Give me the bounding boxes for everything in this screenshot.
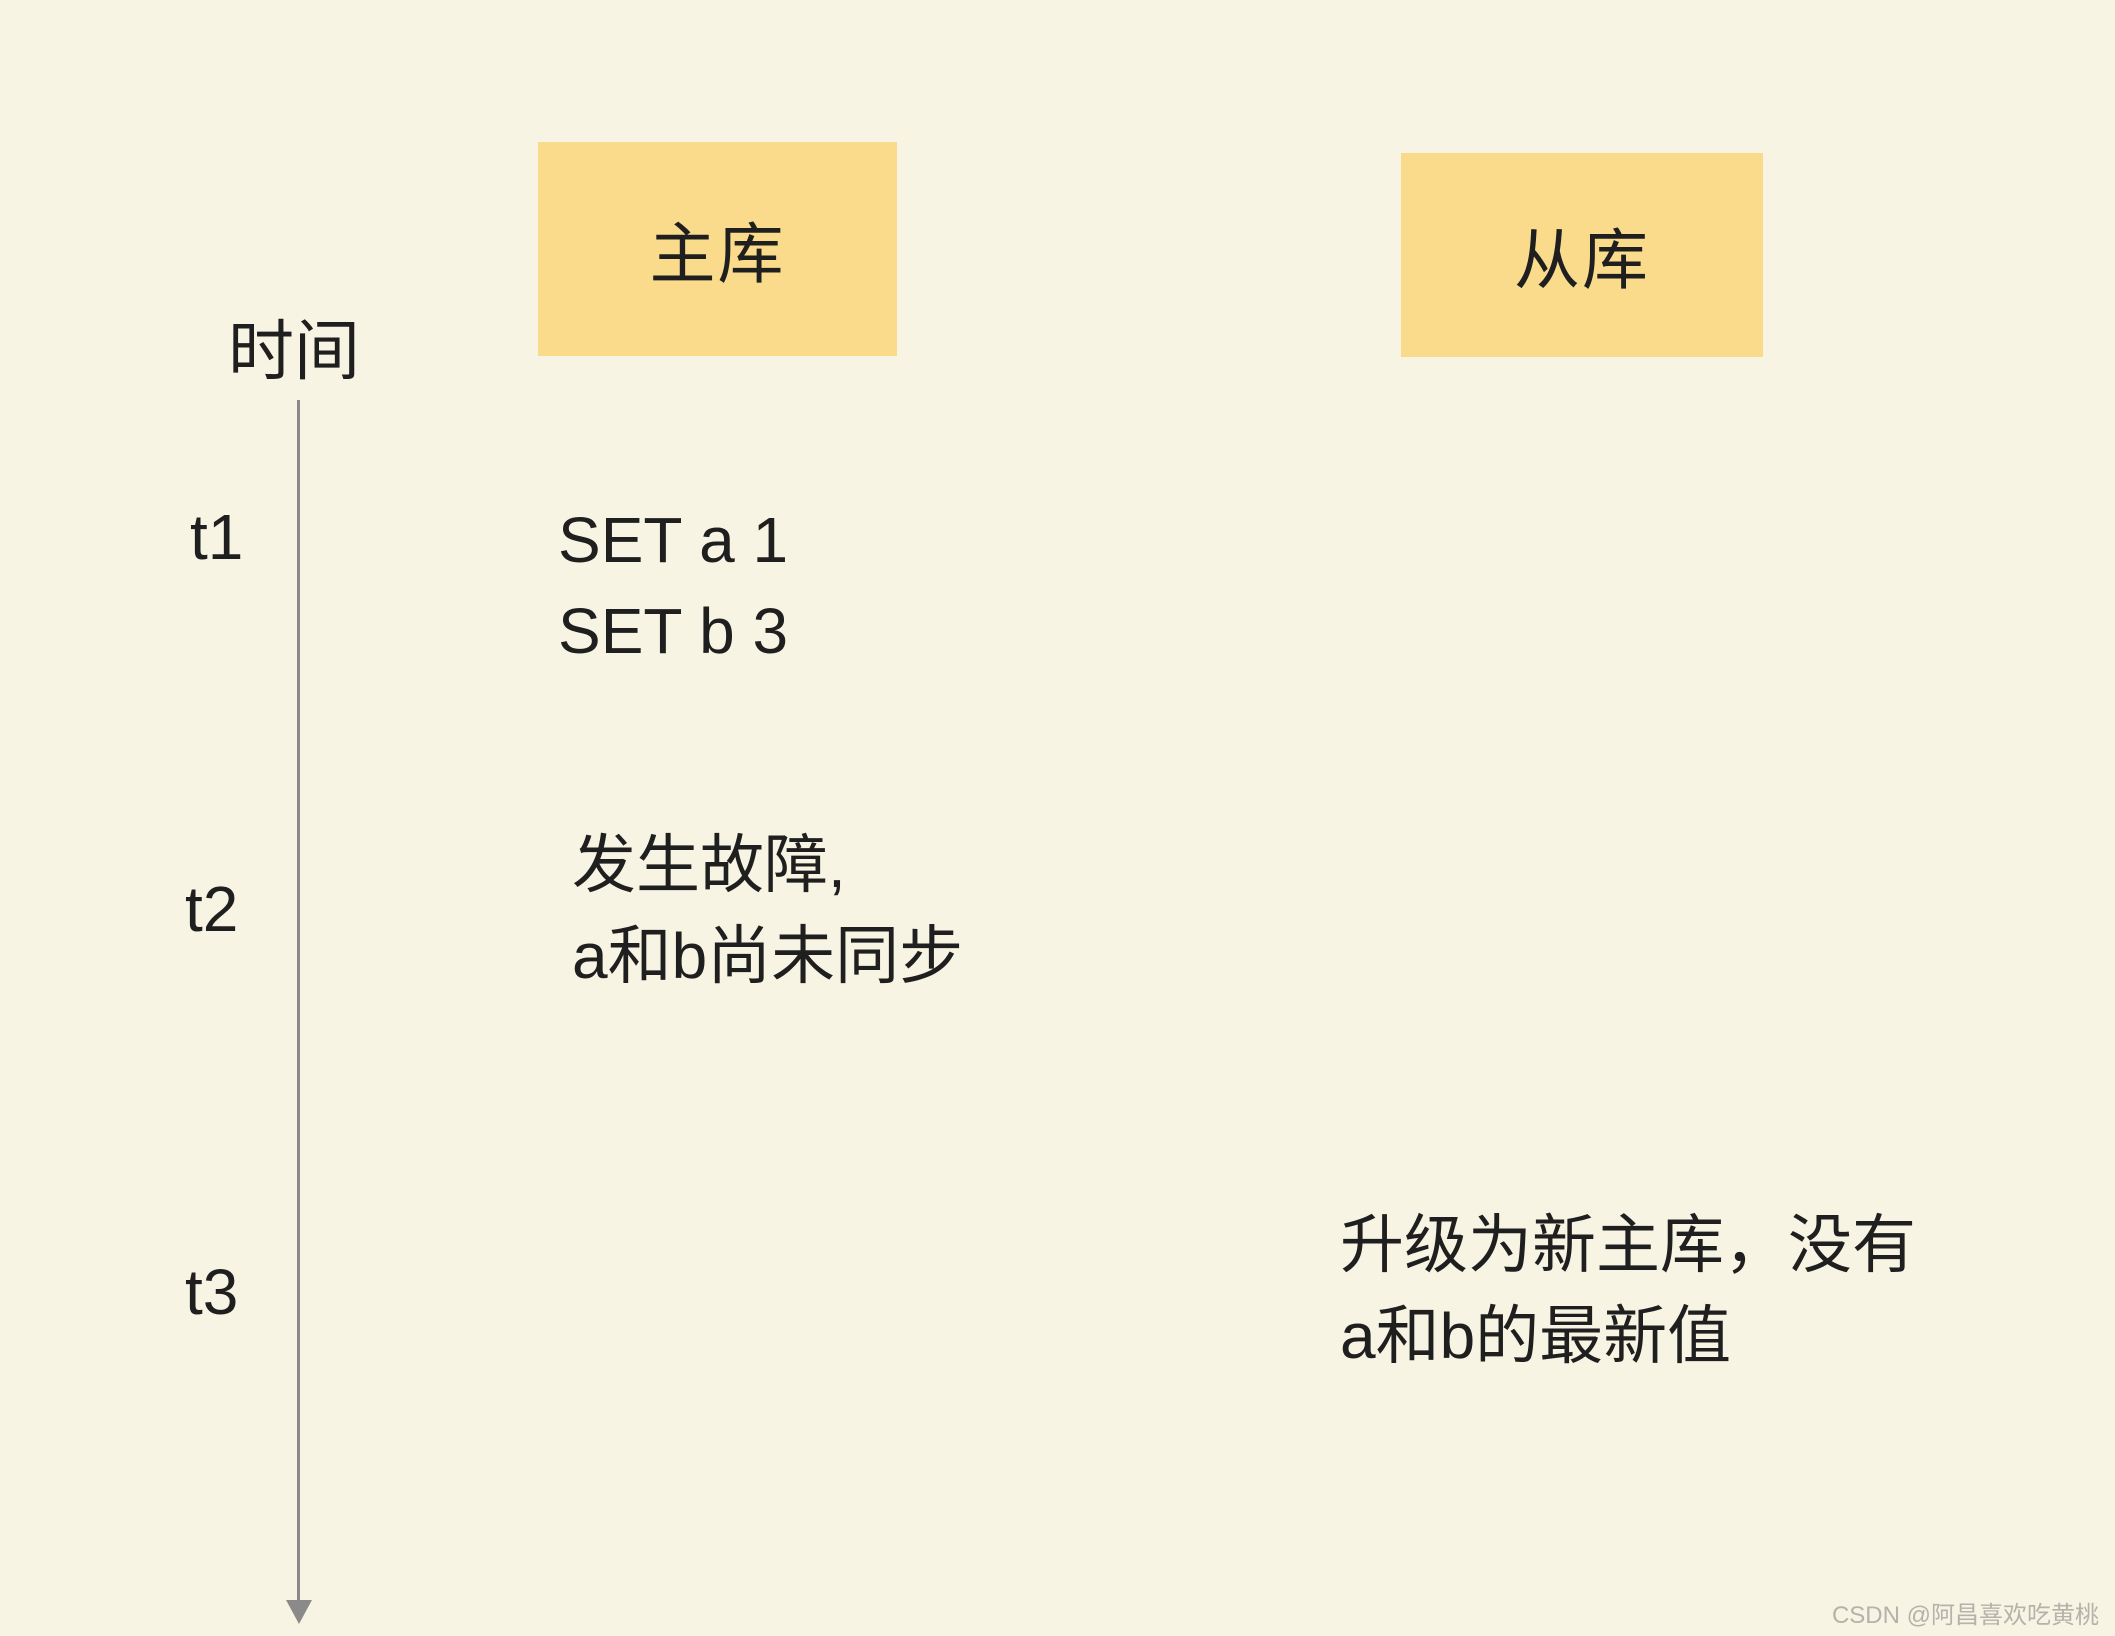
time-axis-line bbox=[297, 400, 300, 1605]
event-t1-line1: SET a 1 bbox=[558, 504, 789, 576]
time-label-t2: t2 bbox=[185, 873, 239, 945]
event-t3-line2: a和b的最新值 bbox=[1340, 1299, 1732, 1372]
arrow-down-icon bbox=[286, 1600, 312, 1624]
event-t2-master-text: 发生故障, a和b尚未同步 bbox=[572, 820, 963, 1002]
event-t3-slave-text: 升级为新主库，没有 a和b的最新值 bbox=[1340, 1200, 1916, 1382]
event-t2-line1: 发生故障, bbox=[572, 829, 846, 901]
time-label-t3: t3 bbox=[185, 1256, 239, 1328]
watermark: CSDN @阿昌喜欢吃黄桃 bbox=[1831, 1602, 2099, 1629]
event-t1-master-text: SET a 1 SET b 3 bbox=[558, 495, 788, 677]
master-column-label: 主库 bbox=[649, 217, 786, 291]
event-t3-line1: 升级为新主库，没有 bbox=[1340, 1209, 1916, 1281]
time-axis-title: 时间 bbox=[228, 314, 360, 388]
event-t2-line2: a和b尚未同步 bbox=[572, 919, 964, 992]
master-column-box: 主库 bbox=[538, 142, 897, 356]
event-t1-line2: SET b 3 bbox=[558, 594, 789, 667]
slave-column-box: 从库 bbox=[1401, 153, 1763, 357]
slave-column-label: 从库 bbox=[1514, 223, 1650, 297]
time-label-t1: t1 bbox=[190, 501, 244, 573]
